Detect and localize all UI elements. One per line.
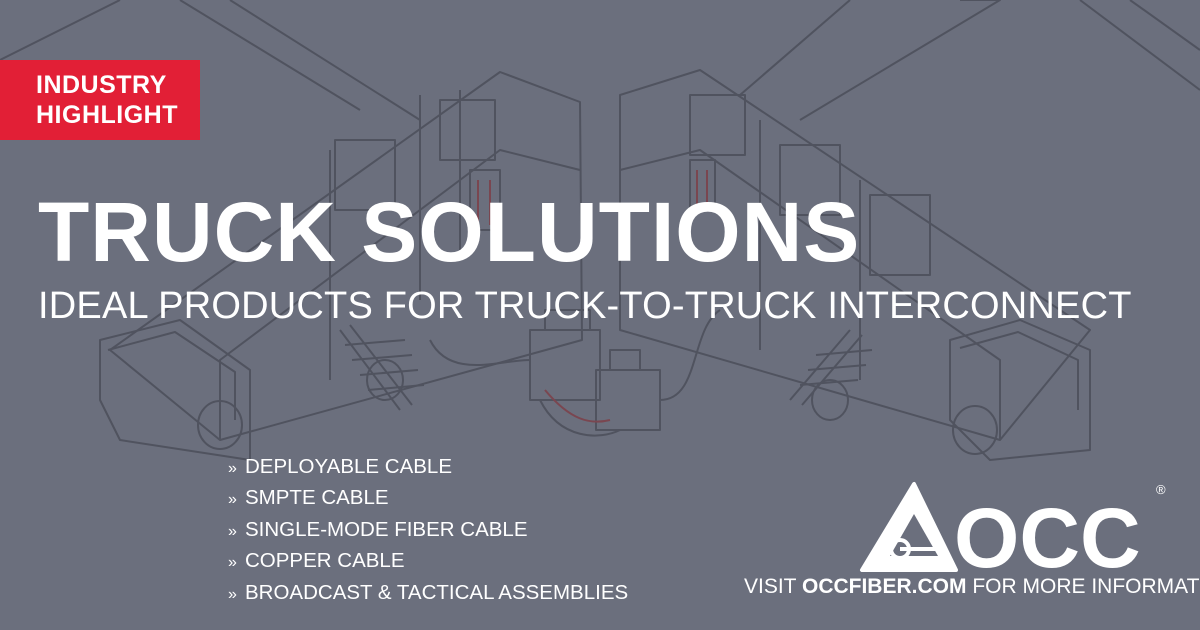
footer-visit-text: VISIT OCCFIBER.COM FOR MORE INFORMATION	[744, 574, 1200, 600]
list-item: » COPPER CABLE	[228, 546, 628, 577]
registered-mark: ®	[1156, 482, 1166, 497]
logo-text: OCC	[954, 491, 1141, 578]
double-chevron-icon: »	[228, 522, 237, 540]
list-item: » SMPTE CABLE	[228, 483, 628, 514]
footer-suffix: FOR MORE INFORMATION	[972, 575, 1200, 598]
product-label: SMPTE CABLE	[245, 486, 389, 510]
double-chevron-icon: »	[228, 460, 237, 477]
product-label: DEPLOYABLE CABLE	[245, 455, 452, 478]
double-chevron-icon: »	[228, 585, 237, 603]
product-label: BROADCAST & TACTICAL ASSEMBLIES	[245, 580, 629, 604]
list-item: » BROADCAST & TACTICAL ASSEMBLIES	[228, 578, 628, 609]
footer-site-link[interactable]: OCCFIBER.COM	[801, 575, 967, 598]
footer-prefix: VISIT	[744, 575, 797, 598]
page-title: TRUCK SOLUTIONS	[38, 185, 861, 279]
page-subtitle: IDEAL PRODUCTS FOR TRUCK-TO-TRUCK INTERC…	[38, 285, 1132, 327]
double-chevron-icon: »	[228, 554, 237, 572]
industry-highlight-badge: INDUSTRY HIGHLIGHT	[0, 60, 200, 140]
badge-line-1: INDUSTRY	[36, 71, 167, 99]
list-item: » DEPLOYABLE CABLE	[228, 452, 628, 483]
product-list: » DEPLOYABLE CABLE » SMPTE CABLE » SINGLE-M…	[228, 452, 628, 609]
list-item: » SINGLE-MODE FIBER CABLE	[228, 515, 628, 546]
badge-line-2: HIGHLIGHT	[36, 101, 178, 129]
product-label: SINGLE-MODE FIBER CABLE	[245, 517, 528, 541]
double-chevron-icon: »	[228, 491, 237, 509]
occ-logo-icon[interactable]: OCC ®	[856, 478, 1168, 578]
product-label: COPPER CABLE	[245, 549, 405, 573]
